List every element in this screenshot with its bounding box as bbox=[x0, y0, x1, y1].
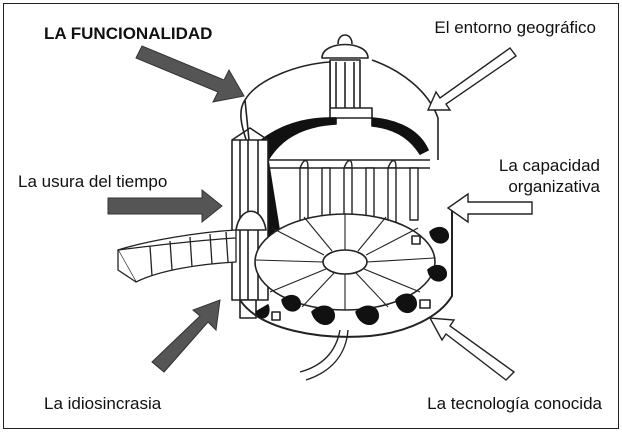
outer-wall bbox=[239, 210, 453, 338]
arrow-idiosincrasia bbox=[151, 299, 221, 373]
arrow-usura bbox=[107, 188, 223, 224]
arrow-funcionalidad bbox=[135, 45, 245, 103]
left-wall bbox=[231, 127, 269, 319]
label-usura-del-tiempo: La usura del tiempo bbox=[18, 172, 168, 191]
label-funcionalidad: LA FUNCIONALIDAD bbox=[44, 24, 213, 43]
label-capacidad-line2: organizativa bbox=[508, 177, 600, 197]
label-capacidad-organizativa: La capacidad organizativa bbox=[499, 155, 600, 198]
label-idiosincrasia: La idiosincrasia bbox=[44, 394, 162, 413]
floor-disc bbox=[254, 213, 436, 311]
diagram-frame bbox=[3, 3, 619, 429]
building-illustration bbox=[117, 34, 453, 381]
label-capacidad-line1: La capacidad bbox=[498, 156, 600, 175]
arrow-entorno bbox=[426, 47, 517, 111]
label-tecnologia-conocida: La tecnología conocida bbox=[427, 394, 602, 413]
label-entorno-geografico: El entorno geográfico bbox=[434, 18, 596, 37]
wall-cut-pieces bbox=[255, 226, 449, 325]
gallery-wing bbox=[117, 229, 237, 283]
curved-stair bbox=[299, 329, 341, 373]
arrow-tecnologia bbox=[428, 317, 516, 381]
arrow-capacidad bbox=[446, 192, 533, 224]
